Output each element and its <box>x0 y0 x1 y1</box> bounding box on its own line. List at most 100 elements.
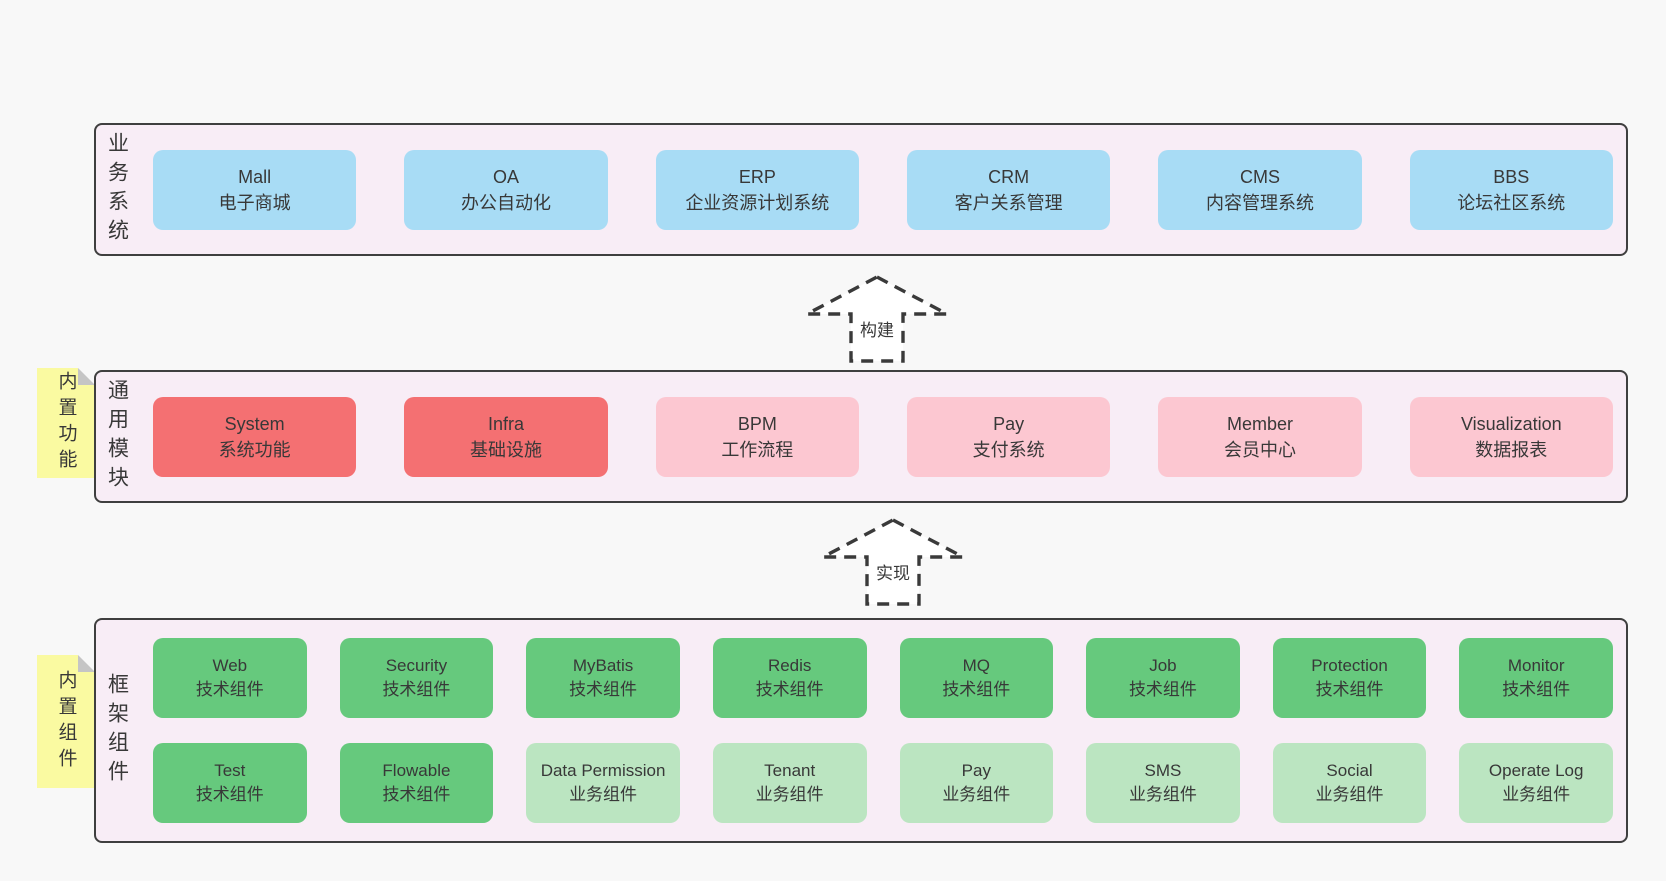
module-box-title: Operate Log <box>1488 761 1584 780</box>
build-arrow: 构建 <box>804 274 950 364</box>
module-box-title: MQ <box>962 656 990 675</box>
layer-common-modules-label: 通用模块 <box>96 372 138 501</box>
layer-business-systems: 业务系统 Mall 电子商城 OA 办公自动化 ERP 企业资源计划系统 CRM 客户关系管理… <box>94 123 1628 256</box>
module-box-subtitle: 内容管理系统 <box>1205 192 1314 213</box>
module-box: Tenant 业务组件 <box>712 743 867 823</box>
module-box-title: ERP <box>738 166 776 187</box>
module-box: Pay 支付系统 <box>906 396 1111 477</box>
module-box: Web 技术组件 <box>153 638 307 718</box>
module-box-subtitle: 业务组件 <box>1315 785 1384 804</box>
module-box: ERP 企业资源计划系统 <box>655 149 859 230</box>
module-box-subtitle: 系统功能 <box>218 439 291 460</box>
module-box-subtitle: 技术组件 <box>382 785 451 804</box>
module-box-subtitle: 办公自动化 <box>460 192 551 213</box>
module-box-title: Pay <box>993 413 1025 434</box>
module-box-subtitle: 技术组件 <box>1315 680 1384 699</box>
module-box-subtitle: 数据报表 <box>1475 439 1548 460</box>
module-box-title: Security <box>385 656 448 675</box>
module-box-subtitle: 技术组件 <box>382 680 451 699</box>
business-box-row: Mall 电子商城 OA 办公自动化 ERP 企业资源计划系统 CRM 客户关系管理 CMS 内容… <box>153 149 1613 230</box>
module-box-title: Social <box>1326 761 1373 780</box>
module-box-subtitle: 业务组件 <box>569 785 638 804</box>
layer-business-systems-label: 业务系统 <box>96 125 138 254</box>
module-box-subtitle: 客户关系管理 <box>954 192 1063 213</box>
build-arrow-label: 构建 <box>857 316 897 341</box>
module-box-subtitle: 基础设施 <box>469 439 542 460</box>
module-box: Protection 技术组件 <box>1272 638 1427 718</box>
module-box-title: CRM <box>988 166 1030 187</box>
module-box-subtitle: 企业资源计划系统 <box>685 192 830 213</box>
module-box-title: Redis <box>767 656 812 675</box>
module-box-subtitle: 电子商城 <box>218 192 291 213</box>
module-box-title: Job <box>1149 656 1177 675</box>
layer-label-text: 通用模块 <box>105 378 129 495</box>
module-box-subtitle: 技术组件 <box>1128 680 1197 699</box>
module-box-subtitle: 技术组件 <box>195 680 264 699</box>
module-box-title: OA <box>492 166 519 187</box>
module-box-title: SMS <box>1144 761 1182 780</box>
module-box-title: Infra <box>487 413 524 434</box>
sticky-note-builtin-features: 内置功能 <box>37 368 95 478</box>
module-box: SMS 业务组件 <box>1086 743 1240 823</box>
module-box: Flowable 技术组件 <box>339 743 494 823</box>
module-box: Infra 基础设施 <box>404 396 608 477</box>
layer-framework-components: 框架组件 Web 技术组件 Security 技术组件 MyBatis 技术组件 Redis… <box>94 618 1628 843</box>
module-box: Job 技术组件 <box>1086 638 1240 718</box>
module-box-title: MyBatis <box>572 656 634 675</box>
module-box: MQ 技术组件 <box>899 638 1054 718</box>
sticky-note-builtin-components: 内置组件 <box>37 655 95 788</box>
module-box-title: Pay <box>961 761 991 780</box>
module-box-title: Flowable <box>382 761 451 780</box>
module-box-title: Tenant <box>764 761 816 780</box>
module-box: CRM 客户关系管理 <box>906 149 1111 230</box>
module-box-subtitle: 技术组件 <box>195 785 264 804</box>
layer-label-text: 框架组件 <box>105 672 129 789</box>
module-box: Pay 业务组件 <box>899 743 1054 823</box>
module-box: CMS 内容管理系统 <box>1158 149 1362 230</box>
module-box-title: Member <box>1226 413 1293 434</box>
sticky-note-text: 内置功能 <box>55 371 77 475</box>
module-box-subtitle: 技术组件 <box>1502 680 1571 699</box>
module-box-subtitle: 支付系统 <box>972 439 1045 460</box>
module-box: System 系统功能 <box>153 396 357 477</box>
module-box: Member 会员中心 <box>1158 396 1362 477</box>
module-box: Test 技术组件 <box>153 743 307 823</box>
module-box-title: Test <box>214 761 246 780</box>
module-box: Operate Log 业务组件 <box>1459 743 1613 823</box>
module-box-subtitle: 会员中心 <box>1223 439 1296 460</box>
module-box: MyBatis 技术组件 <box>526 638 680 718</box>
module-box-subtitle: 技术组件 <box>942 680 1011 699</box>
module-box-subtitle: 技术组件 <box>755 680 824 699</box>
module-box: Visualization 数据报表 <box>1409 396 1613 477</box>
module-box-title: Visualization <box>1460 413 1562 434</box>
module-box-title: Web <box>212 656 248 675</box>
module-box-subtitle: 技术组件 <box>569 680 638 699</box>
module-box-title: CMS <box>1239 166 1280 187</box>
sticky-note-text: 内置组件 <box>55 669 77 774</box>
implement-arrow-label: 实现 <box>873 559 913 584</box>
module-box: Data Permission 业务组件 <box>526 743 680 823</box>
layer-framework-components-label: 框架组件 <box>96 620 138 841</box>
module-box-subtitle: 业务组件 <box>1128 785 1197 804</box>
module-box-title: Mall <box>238 166 272 187</box>
module-box-title: Data Permission <box>540 761 666 780</box>
module-box-title: Protection <box>1311 656 1388 675</box>
module-box-subtitle: 业务组件 <box>942 785 1011 804</box>
module-box-title: BBS <box>1493 166 1530 187</box>
layer-label-text: 业务系统 <box>105 131 129 248</box>
module-box-title: System <box>224 413 285 434</box>
module-box-subtitle: 业务组件 <box>1502 785 1571 804</box>
module-box: Social 业务组件 <box>1272 743 1427 823</box>
module-box: Security 技术组件 <box>339 638 494 718</box>
module-box-title: BPM <box>737 413 777 434</box>
module-box-subtitle: 业务组件 <box>755 785 824 804</box>
